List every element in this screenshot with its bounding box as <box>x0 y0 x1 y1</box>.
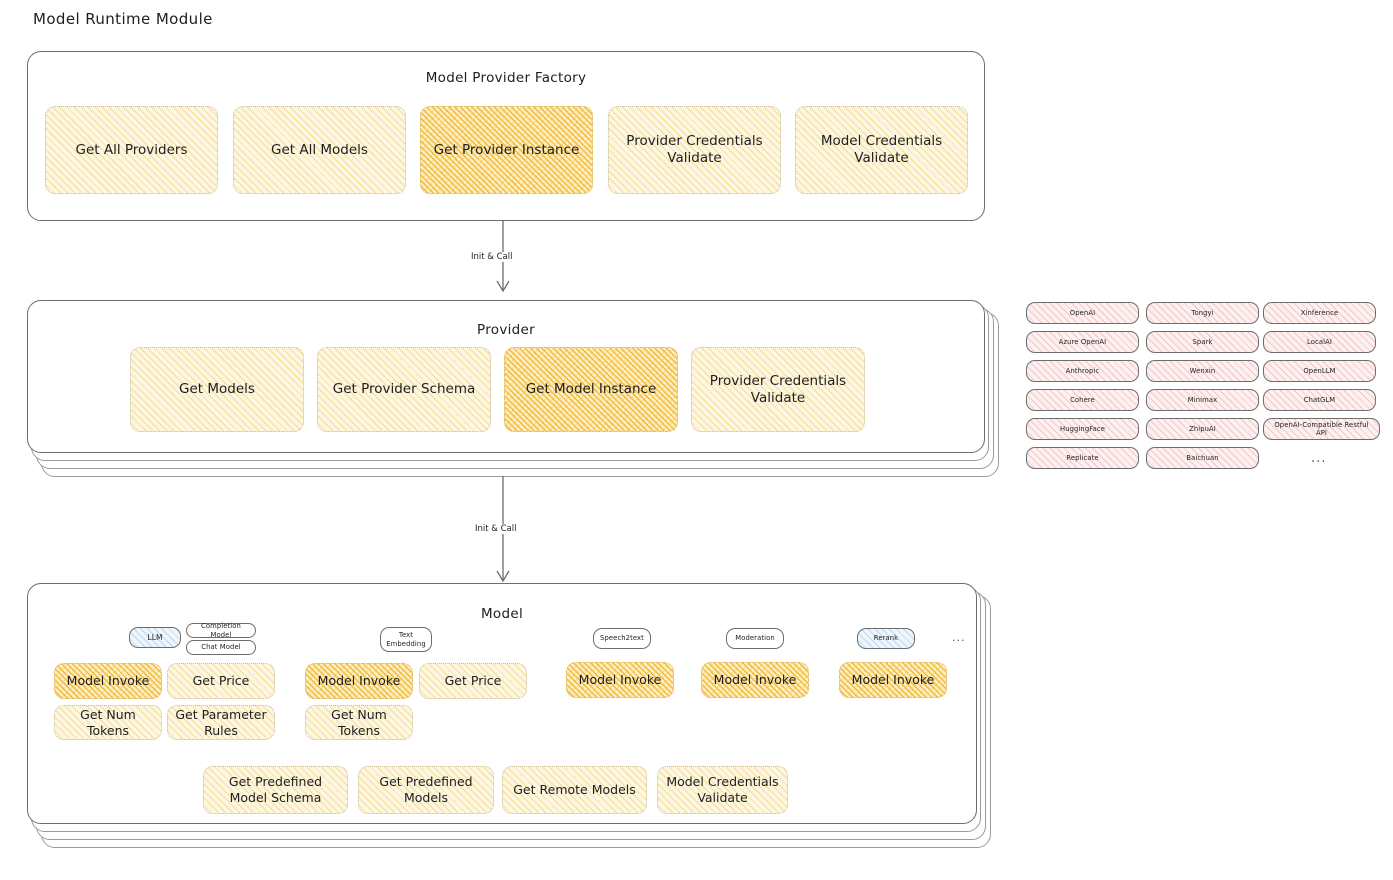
model-type-speech2text[interactable]: Speech2text <box>593 628 651 649</box>
node-embedding-get-price[interactable]: Get Price <box>419 663 527 699</box>
provider-list-ellipsis: ... <box>1311 451 1327 466</box>
provider-chip-minimax[interactable]: Minimax <box>1146 389 1259 411</box>
provider-chip-openai[interactable]: OpenAI <box>1026 302 1139 324</box>
model-subtype-completion-model[interactable]: Completion Model <box>186 622 256 639</box>
provider-chip-zhipuai[interactable]: ZhipuAI <box>1146 418 1259 440</box>
provider-chip-spark[interactable]: Spark <box>1146 331 1259 353</box>
provider-title: Provider <box>477 322 535 338</box>
model-title: Model <box>480 606 524 622</box>
provider-chip-huggingface[interactable]: HuggingFace <box>1026 418 1139 440</box>
provider-chip-localai[interactable]: LocalAI <box>1263 331 1376 353</box>
provider-chip-xinference[interactable]: Xinference <box>1263 302 1376 324</box>
provider-chip-openai-compatible-restful-api[interactable]: OpenAI-Compatible Restful API <box>1263 418 1380 440</box>
provider-chip-chatglm[interactable]: ChatGLM <box>1263 389 1376 411</box>
model-type-rerank[interactable]: Rerank <box>857 628 915 649</box>
provider-chip-replicate[interactable]: Replicate <box>1026 447 1139 469</box>
node-provider-credentials-validate[interactable]: Provider Credentials Validate <box>608 106 781 194</box>
model-types-ellipsis: ... <box>952 631 966 644</box>
node-get-provider-instance[interactable]: Get Provider Instance <box>420 106 593 194</box>
model-provider-factory-title: Model Provider Factory <box>425 70 587 86</box>
node-provider-credentials-validate-2[interactable]: Provider Credentials Validate <box>691 347 865 432</box>
node-llm-get-num-tokens[interactable]: Get Num Tokens <box>54 705 162 740</box>
provider-chip-wenxin[interactable]: Wenxin <box>1146 360 1259 382</box>
node-model-credentials-validate[interactable]: Model Credentials Validate <box>795 106 968 194</box>
node-llm-get-price[interactable]: Get Price <box>167 663 275 699</box>
provider-chip-anthropic[interactable]: Anthropic <box>1026 360 1139 382</box>
provider-chip-azure-openai[interactable]: Azure OpenAI <box>1026 331 1139 353</box>
model-subtype-chat-model[interactable]: Chat Model <box>186 640 256 655</box>
node-model-credentials-validate-2[interactable]: Model Credentials Validate <box>657 766 788 814</box>
node-get-all-models[interactable]: Get All Models <box>233 106 406 194</box>
node-get-provider-schema[interactable]: Get Provider Schema <box>317 347 491 432</box>
node-moderation-model-invoke[interactable]: Model Invoke <box>701 662 809 698</box>
provider-chip-tongyi[interactable]: Tongyi <box>1146 302 1259 324</box>
node-get-all-providers[interactable]: Get All Providers <box>45 106 218 194</box>
node-get-model-instance[interactable]: Get Model Instance <box>504 347 678 432</box>
node-get-models[interactable]: Get Models <box>130 347 304 432</box>
node-speech2text-model-invoke[interactable]: Model Invoke <box>566 662 674 698</box>
model-type-llm[interactable]: LLM <box>129 627 181 648</box>
page-title: Model Runtime Module <box>33 10 213 28</box>
arrow-label-init-call-2: Init & Call <box>472 524 520 534</box>
node-get-remote-models[interactable]: Get Remote Models <box>502 766 647 814</box>
provider-chip-openllm[interactable]: OpenLLM <box>1263 360 1376 382</box>
node-get-predefined-models[interactable]: Get Predefined Models <box>358 766 494 814</box>
node-embedding-get-num-tokens[interactable]: Get Num Tokens <box>305 705 413 740</box>
node-llm-model-invoke[interactable]: Model Invoke <box>54 663 162 699</box>
model-type-moderation[interactable]: Moderation <box>726 628 784 649</box>
provider-chip-cohere[interactable]: Cohere <box>1026 389 1139 411</box>
model-type-text-embedding[interactable]: Text Embedding <box>380 627 432 652</box>
node-rerank-model-invoke[interactable]: Model Invoke <box>839 662 947 698</box>
provider-chip-baichuan[interactable]: Baichuan <box>1146 447 1259 469</box>
arrow-label-init-call-1: Init & Call <box>468 252 516 262</box>
node-embedding-model-invoke[interactable]: Model Invoke <box>305 663 413 699</box>
node-get-predefined-model-schema[interactable]: Get Predefined Model Schema <box>203 766 348 814</box>
node-llm-get-parameter-rules[interactable]: Get Parameter Rules <box>167 705 275 740</box>
